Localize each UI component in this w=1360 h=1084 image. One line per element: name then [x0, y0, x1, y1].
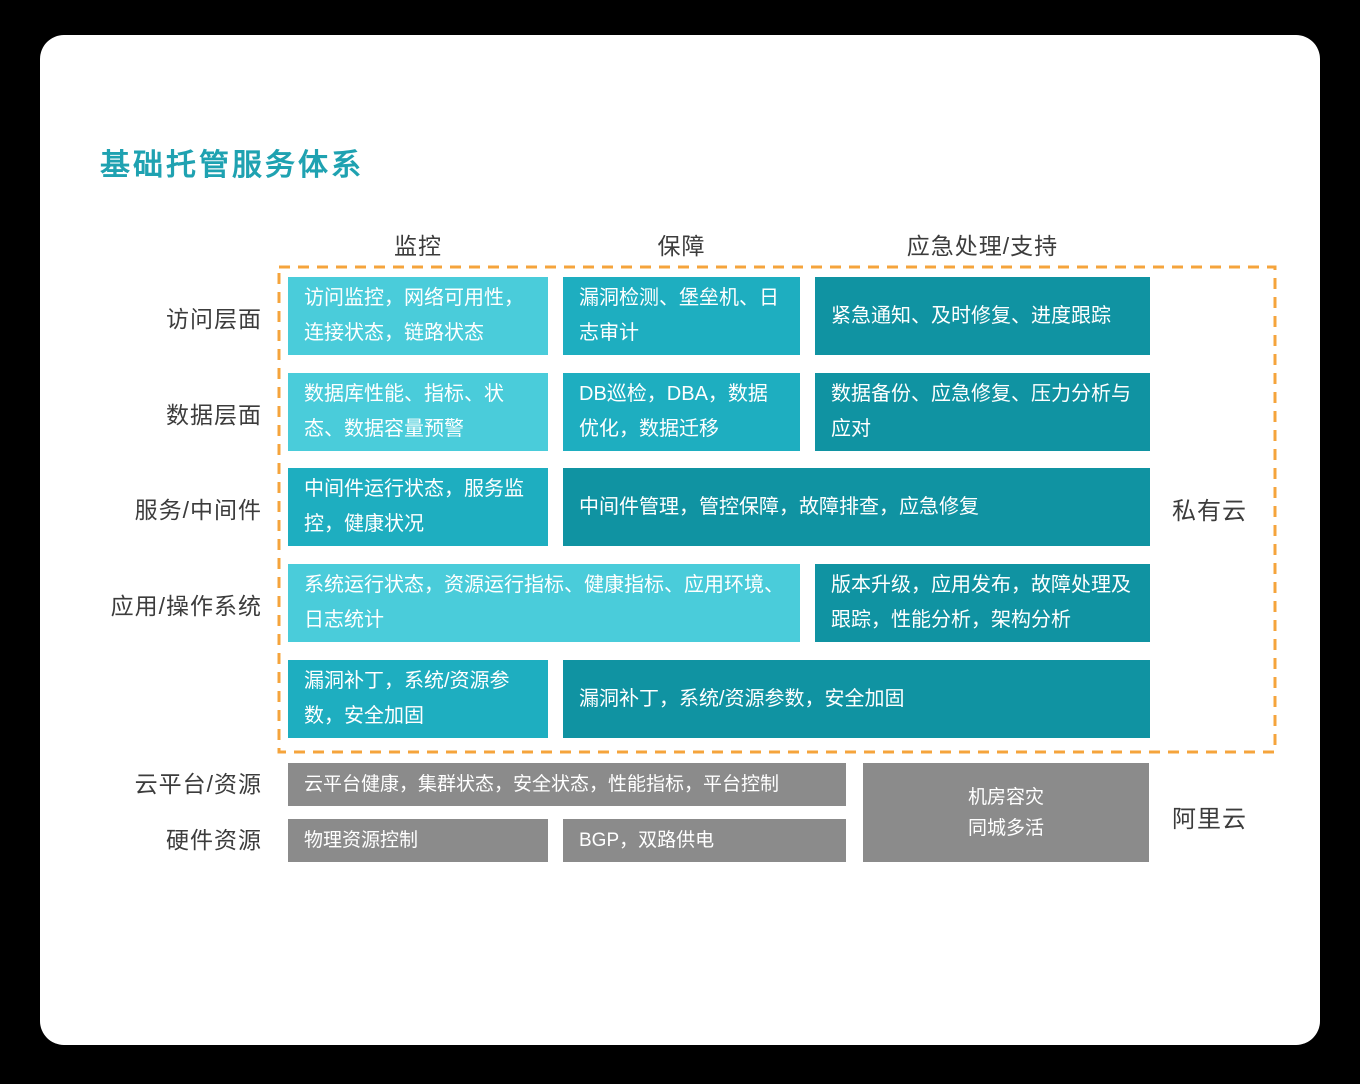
- cell-middleware-monitoring: 中间件运行状态，服务监控，健康状况: [288, 468, 548, 546]
- column-header-emergency: 应急处理/支持: [906, 233, 1059, 259]
- datacenter-dr-line1: 机房容灾: [967, 786, 1044, 808]
- row-label-cloud-platform: 云平台/资源: [134, 771, 262, 797]
- column-header-monitoring: 监控: [394, 233, 442, 259]
- page-title: 基础托管服务体系: [100, 149, 364, 182]
- cell-patch-management: 漏洞补丁，系统/资源参数，安全加固: [563, 660, 1150, 738]
- row-label-app-os: 应用/操作系统: [110, 593, 262, 619]
- cell-datacenter-disaster-recovery: 机房容灾 同城多活: [863, 763, 1149, 862]
- label-aliyun: 阿里云: [1172, 806, 1247, 833]
- row-label-service-middleware: 服务/中间件: [134, 497, 262, 523]
- cell-os-emergency: 版本升级，应用发布，故障处理及跟踪，性能分析，架构分析: [815, 564, 1150, 642]
- datacenter-dr-line2: 同城多活: [967, 817, 1044, 839]
- cell-access-monitoring: 访问监控，网络可用性，连接状态，链路状态: [288, 277, 548, 355]
- cell-cloud-platform-health: 云平台健康，集群状态，安全状态，性能指标，平台控制: [288, 763, 846, 806]
- diagram-card: 基础托管服务体系 监控 保障 应急处理/支持 访问层面 数据层面 服务/中间件 …: [40, 35, 1320, 1045]
- column-header-assurance: 保障: [657, 233, 706, 259]
- cell-data-assurance: DB巡检，DBA，数据优化，数据迁移: [563, 373, 800, 451]
- cell-access-assurance: 漏洞检测、堡垒机、日志审计: [563, 277, 800, 355]
- cell-os-monitoring: 系统运行状态，资源运行指标、健康指标、应用环境、日志统计: [288, 564, 800, 642]
- cell-patch-monitoring: 漏洞补丁，系统/资源参数，安全加固: [288, 660, 548, 738]
- cell-bgp-power: BGP，双路供电: [563, 819, 846, 862]
- cell-access-emergency: 紧急通知、及时修复、进度跟踪: [815, 277, 1150, 355]
- row-label-access-layer: 访问层面: [166, 306, 262, 332]
- label-private-cloud: 私有云: [1172, 498, 1247, 525]
- cell-data-emergency: 数据备份、应急修复、压力分析与应对: [815, 373, 1150, 451]
- cell-middleware-management: 中间件管理，管控保障，故障排查，应急修复: [563, 468, 1150, 546]
- cell-physical-resource-control: 物理资源控制: [288, 819, 548, 862]
- row-label-hardware: 硬件资源: [166, 827, 262, 853]
- row-label-data-layer: 数据层面: [166, 402, 262, 428]
- cell-data-monitoring: 数据库性能、指标、状态、数据容量预警: [288, 373, 548, 451]
